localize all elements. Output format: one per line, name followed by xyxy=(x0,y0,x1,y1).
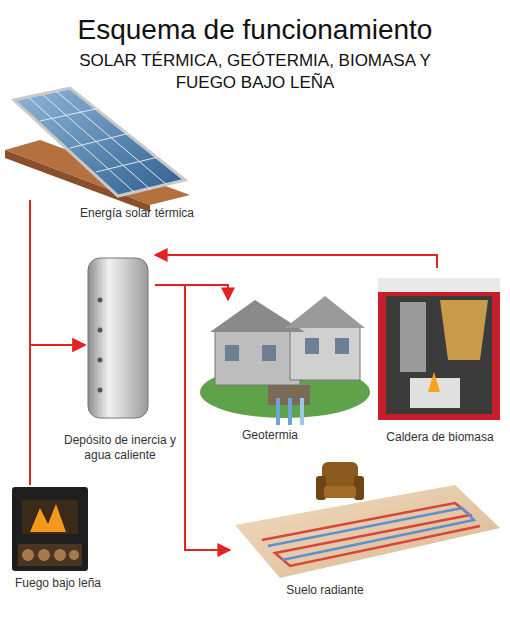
flow-arrow xyxy=(155,285,230,550)
solar-panel xyxy=(5,88,190,212)
flow-arrow xyxy=(30,200,85,345)
node-caption: Fuego bajo leña xyxy=(0,576,118,591)
solar-node: Energía solar térmica xyxy=(8,88,190,200)
flow-arrow xyxy=(155,255,437,268)
geothermal-node: Geotermia xyxy=(200,300,365,425)
flow-arrow xyxy=(155,285,228,300)
subtitle: SOLAR TÉRMICA, GEÓTERMIA, BIOMASA Y FUEG… xyxy=(75,50,435,94)
geothermal-house xyxy=(200,296,370,425)
storage-tank xyxy=(88,258,148,418)
biomass-boiler xyxy=(378,278,500,420)
diagram-title: Esquema de funcionamiento xyxy=(0,14,510,46)
node-caption: Energía solar térmica xyxy=(57,206,217,221)
boiler-node: Caldera de biomasa xyxy=(378,268,502,423)
node-caption: Caldera de biomasa xyxy=(370,430,510,445)
node-caption: Depósito de inercia y agua caliente xyxy=(50,433,190,463)
stove-node: Fuego bajo leña xyxy=(10,485,92,572)
flow-arrow xyxy=(30,345,85,485)
radiant-floor xyxy=(235,462,500,578)
node-caption: Suelo radiante xyxy=(255,583,395,598)
node-caption: Geotermia xyxy=(220,428,320,443)
tank-node: Depósito de inercia y agua caliente xyxy=(85,255,155,420)
floor-node: Suelo radiante xyxy=(230,470,498,580)
wood-stove xyxy=(12,487,88,571)
